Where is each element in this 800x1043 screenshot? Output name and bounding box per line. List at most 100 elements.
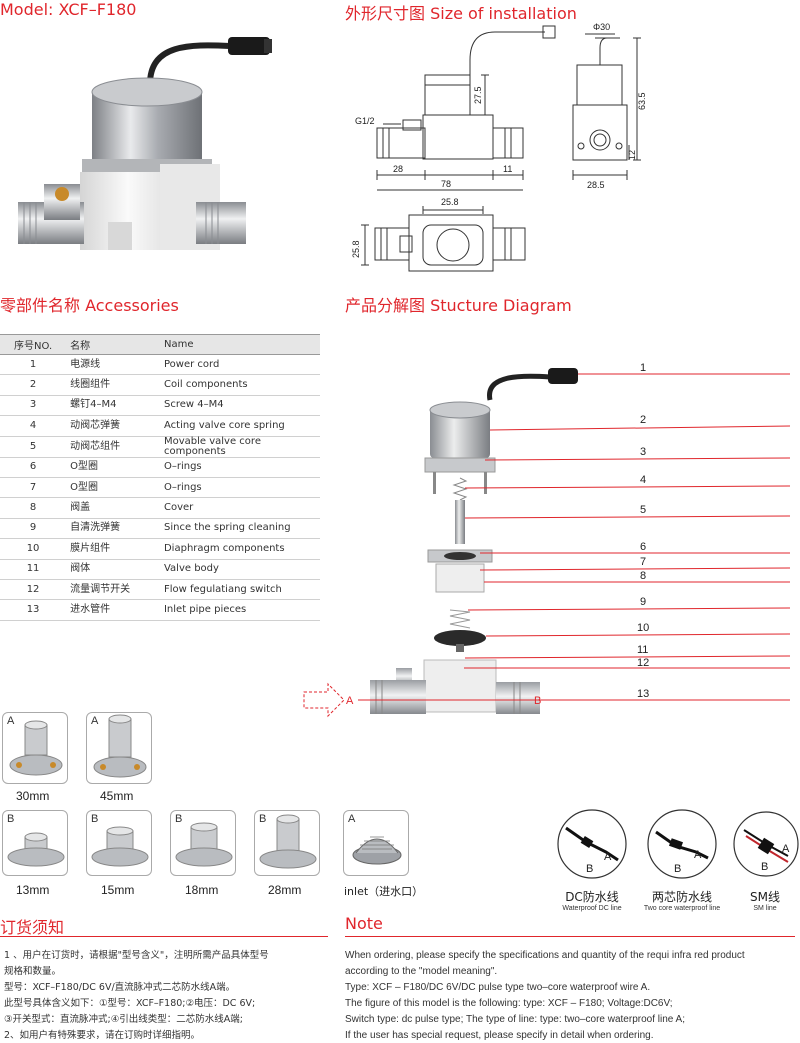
- row-cn: 阀体: [66, 559, 160, 580]
- fitting-a-45mm-caption: 45mm: [100, 789, 134, 803]
- size-title: 外形尺寸图 Size of installation: [345, 4, 577, 23]
- order-line: ③开关型式：直流脉冲式;④引出线类型：二芯防水线A端;: [4, 1014, 243, 1025]
- inlet-filter-image: [352, 836, 402, 865]
- fitting-a-45mm: A: [86, 712, 152, 784]
- fitting-b-18mm-image: [175, 822, 233, 867]
- fitting-b-28mm-caption: 28mm: [268, 883, 302, 897]
- row-en: Inlet pipe pieces: [159, 599, 320, 621]
- row-en: Cover: [159, 497, 320, 519]
- wire-types: B A B A B A: [557, 809, 799, 879]
- dim-28: 28: [393, 164, 403, 174]
- fitting-b-28mm-image: [259, 814, 317, 869]
- row-no: 6: [0, 457, 67, 478]
- row-en: Flow fegulatiang switch: [159, 579, 320, 601]
- fitting-tag: B: [259, 813, 267, 825]
- row-en: Since the spring cleaning: [159, 518, 320, 540]
- row-en: Acting valve core spring: [159, 415, 320, 437]
- wire-dc-b: B: [586, 863, 593, 875]
- row-no: 12: [0, 579, 67, 601]
- structure-title: 产品分解图 Stucture Diagram: [345, 296, 572, 315]
- fitting-tag: B: [7, 813, 15, 825]
- row-en: O–rings: [159, 457, 320, 478]
- row-no: 11: [0, 559, 67, 580]
- row-cn: 动阀芯组件: [66, 436, 160, 458]
- fitting-b-18mm-caption: 18mm: [185, 883, 219, 897]
- row-cn: O型圈: [66, 457, 160, 478]
- row-en: Movable valve core components: [159, 436, 320, 458]
- row-no: 5: [0, 436, 67, 458]
- inlet-filter: A: [343, 810, 409, 876]
- header-no: 序号NO.: [0, 334, 67, 355]
- order-title: 订货须知: [0, 918, 65, 937]
- diagram-label-13: 13: [637, 688, 649, 700]
- row-en: Diaphragm components: [159, 538, 320, 560]
- fitting-tag: A: [91, 715, 99, 727]
- fitting-a-30mm-caption: 30mm: [16, 789, 50, 803]
- order-line: 1 、用户在订货时，请根据"型号含义"，注明所需产品具体型号: [4, 950, 269, 961]
- wire-two-core-a: A: [694, 849, 702, 861]
- wire-dc-sub: Waterproof DC line: [562, 905, 622, 912]
- diagram-label-12: 12: [637, 657, 649, 669]
- row-no: 3: [0, 395, 67, 417]
- note-line: The figure of this model is the followin…: [345, 998, 673, 1009]
- order-line: 型号：XCF–F180/DC 6V/直流脉冲式二芯防水线A端。: [4, 982, 236, 993]
- note-line: When ordering, please specify the specif…: [345, 950, 745, 961]
- note-line: If the user has special request, please …: [345, 1030, 654, 1041]
- note-line: according to the "model meaning".: [345, 966, 498, 977]
- order-line: 此型号具体含义如下：①型号：XCF–F180;②电压：DC 6V;: [4, 998, 256, 1009]
- row-no: 9: [0, 518, 67, 540]
- note-line: Switch type: dc pulse type; The type of …: [345, 1014, 685, 1025]
- structure-diagram: 1 2 3 4 5 6 7 8 9 10 11 12 13 A B: [303, 362, 791, 718]
- diagram-label-1: 1: [640, 362, 646, 374]
- dim-27-5: 27.5: [473, 86, 483, 104]
- diagram-label-9: 9: [640, 596, 646, 608]
- row-no: 4: [0, 415, 67, 437]
- dim-11: 11: [503, 164, 512, 174]
- power-cord: [487, 373, 551, 401]
- fitting-b-15mm: B: [86, 810, 152, 876]
- row-cn: 自清洗弹簧: [66, 518, 160, 540]
- row-cn: O型圈: [66, 477, 160, 499]
- row-en: Valve body: [159, 559, 320, 580]
- order-title-line: [0, 936, 328, 937]
- fitting-b-13mm-image: [7, 832, 65, 867]
- table-header-row: 序号NO. 名称 Name: [0, 334, 320, 355]
- row-cn: 线圈组件: [66, 374, 160, 396]
- fitting-tag: B: [91, 813, 99, 825]
- dim-28-5: 28.5: [587, 180, 605, 190]
- row-no: 2: [0, 374, 67, 396]
- row-en: Power cord: [159, 354, 320, 376]
- row-cn: 阀盖: [66, 497, 160, 519]
- order-text: 1 、用户在订货时，请根据"型号含义"，注明所需产品具体型号 规格和数量。 型号…: [4, 948, 330, 1043]
- dim-12: 12: [627, 150, 637, 160]
- diagram-label-6: 6: [640, 541, 646, 553]
- row-cn: 进水管件: [66, 599, 160, 621]
- row-cn: 电源线: [66, 354, 160, 376]
- dim-63-5: 63.5: [637, 92, 647, 110]
- fitting-b-13mm: B: [2, 810, 68, 876]
- header-cn-name: 名称: [66, 334, 160, 355]
- fitting-b-18mm: B: [170, 810, 236, 876]
- wire-sm: B A: [733, 811, 799, 877]
- diagram-label-3: 3: [640, 446, 646, 458]
- dimension-drawing: G1/2 27.5 28 78 11 Φ30 63.5 12 28.5 25.8…: [351, 22, 647, 272]
- wire-two-core: B A: [647, 809, 717, 879]
- diagram-label-11: 11: [637, 644, 648, 656]
- diagram-label-2: 2: [640, 414, 646, 426]
- inlet-tag: A: [348, 813, 356, 825]
- row-no: 1: [0, 354, 67, 376]
- inlet-caption: inlet（进水口）: [344, 885, 424, 898]
- fitting-tag: A: [7, 715, 15, 727]
- fitting-b-15mm-image: [91, 826, 149, 867]
- note-title-line: [345, 936, 795, 937]
- fitting-a-30mm: A: [2, 712, 68, 784]
- dim-25-8-top: 25.8: [441, 197, 459, 207]
- wire-dc-a: A: [604, 851, 612, 863]
